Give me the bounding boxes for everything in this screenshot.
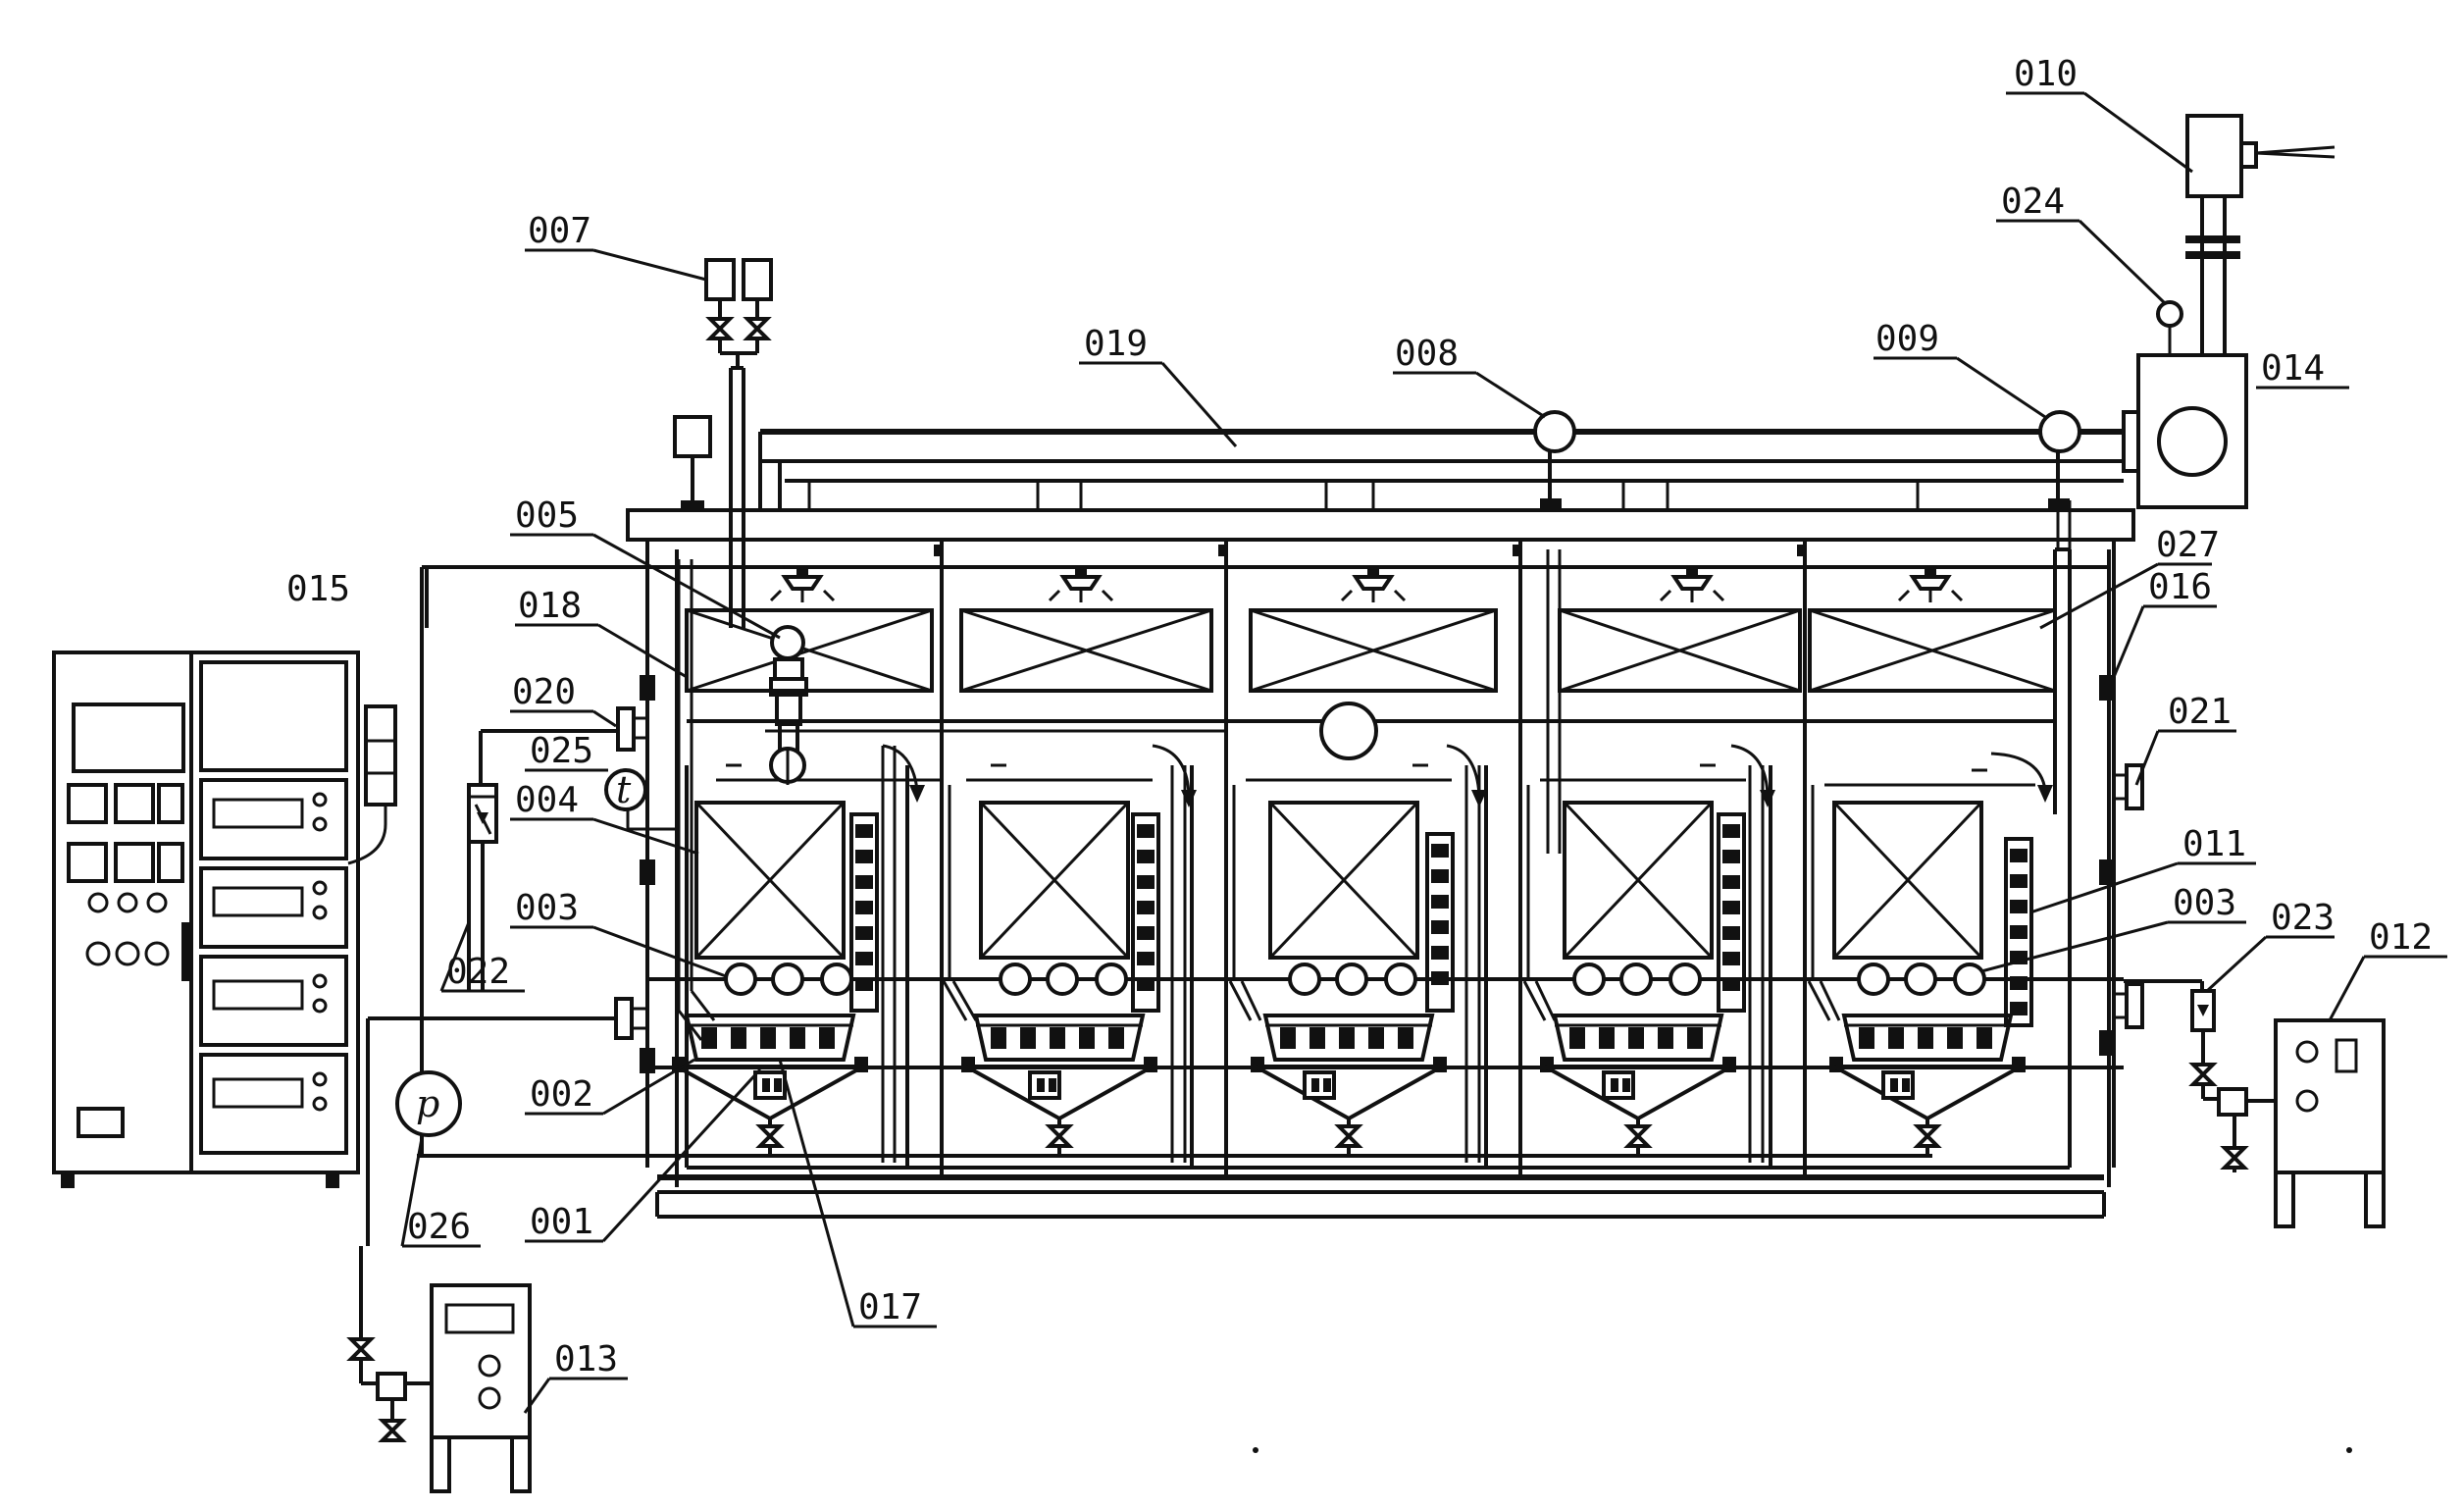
flow-arrows bbox=[716, 744, 2053, 807]
main-tank bbox=[425, 415, 2135, 1219]
label-025: 025 bbox=[530, 731, 593, 771]
labels: 007 019 008 009 010 024 014 005 027 016 … bbox=[286, 54, 2433, 1379]
label-011: 011 bbox=[2182, 824, 2246, 864]
leader-lines bbox=[400, 91, 2447, 1414]
label-001: 001 bbox=[530, 1202, 593, 1242]
right-pump bbox=[2124, 979, 2386, 1228]
label-026: 026 bbox=[407, 1207, 471, 1247]
gauges-008-009 bbox=[1533, 410, 2081, 549]
label-002: 002 bbox=[530, 1074, 593, 1115]
stray-dot bbox=[2346, 1447, 2352, 1453]
label-018: 018 bbox=[518, 586, 582, 626]
label-027: 027 bbox=[2156, 525, 2220, 565]
label-015: 015 bbox=[286, 569, 350, 609]
stray-dot bbox=[1253, 1447, 1258, 1453]
label-020: 020 bbox=[512, 672, 576, 712]
dosing-units bbox=[704, 258, 773, 368]
label-013: 013 bbox=[554, 1339, 618, 1379]
label-012: 012 bbox=[2369, 917, 2433, 958]
cell-partitions bbox=[677, 540, 2072, 1177]
label-010: 010 bbox=[2014, 54, 2078, 94]
filter-boxes bbox=[685, 608, 2057, 733]
label-021: 021 bbox=[2168, 692, 2232, 732]
spray-nozzles bbox=[769, 567, 1964, 602]
label-014: 014 bbox=[2261, 348, 2325, 389]
label-003-left: 003 bbox=[515, 888, 579, 928]
label-008: 008 bbox=[1395, 334, 1459, 374]
label-023: 023 bbox=[2271, 898, 2335, 938]
label-017: 017 bbox=[858, 1287, 922, 1327]
blower-exhaust bbox=[2122, 114, 2336, 509]
label-022: 022 bbox=[446, 952, 510, 992]
label-007: 007 bbox=[528, 211, 591, 251]
right-flanges bbox=[2114, 763, 2144, 1029]
label-005: 005 bbox=[515, 495, 579, 536]
anode-trays bbox=[647, 1014, 2124, 1121]
roller-circles bbox=[647, 702, 2124, 996]
label-024: 024 bbox=[2001, 182, 2065, 222]
control-cabinet bbox=[52, 650, 397, 1188]
label-019: 019 bbox=[1084, 324, 1148, 364]
electrode-boxes bbox=[694, 801, 1983, 960]
pressure-symbol: p bbox=[416, 1082, 439, 1125]
electrode-racks bbox=[849, 812, 2033, 1027]
left-piping: p t bbox=[346, 366, 808, 1493]
drain-line bbox=[417, 1119, 1942, 1158]
label-016: 016 bbox=[2148, 567, 2212, 607]
temperature-symbol: t bbox=[616, 768, 632, 811]
label-009: 009 bbox=[1875, 319, 1939, 359]
label-004: 004 bbox=[515, 780, 579, 820]
label-003-right: 003 bbox=[2173, 883, 2236, 923]
